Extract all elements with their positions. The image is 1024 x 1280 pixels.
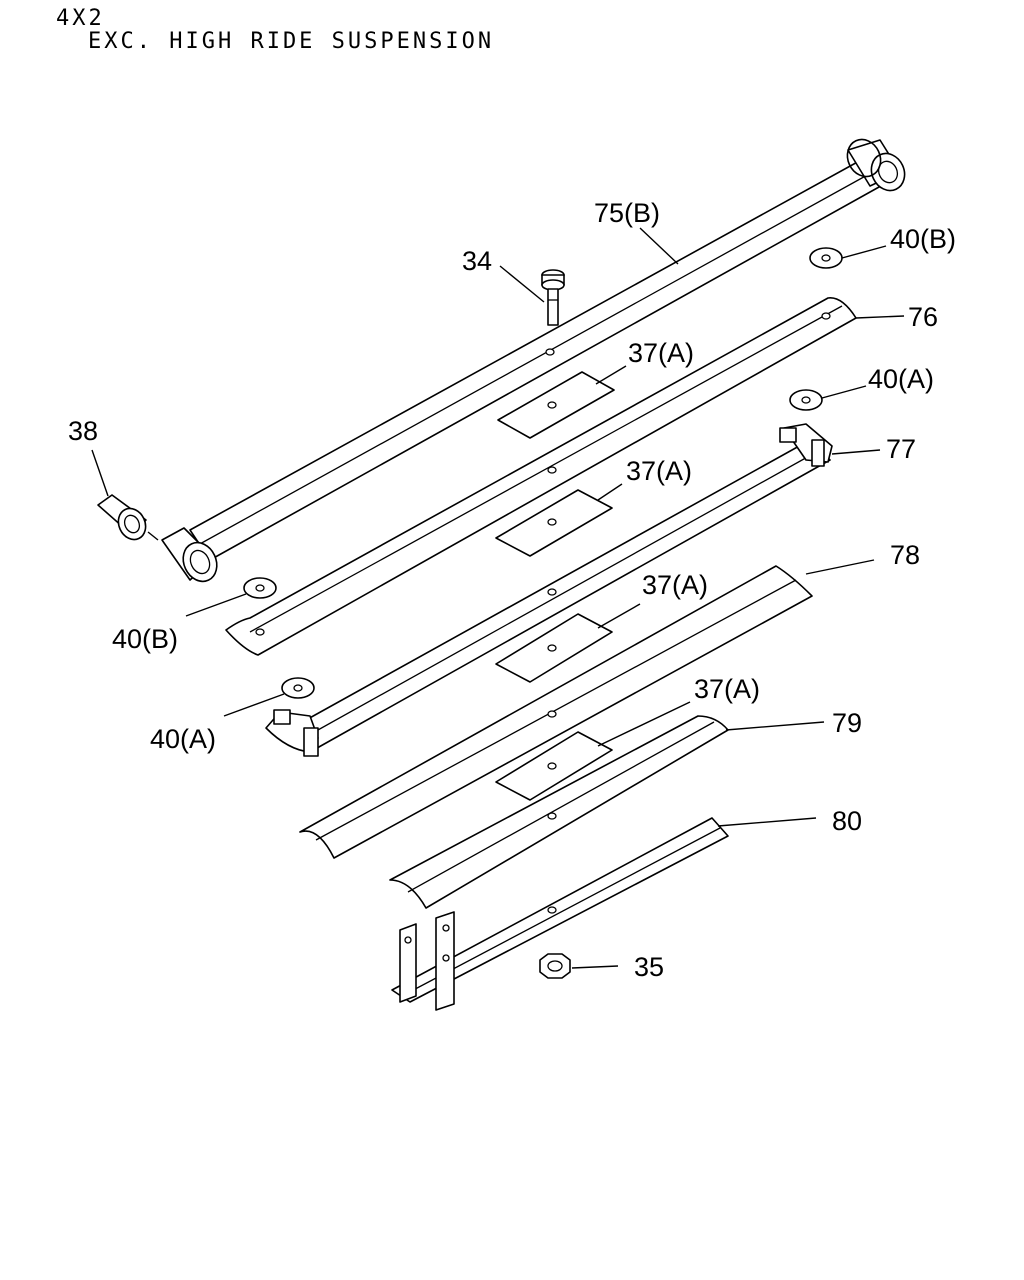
callout-37a-4: 37(A) [694,674,760,704]
callout-76: 76 [908,302,938,332]
callout-35: 35 [634,952,664,982]
callout-34: 34 [462,246,492,276]
leader-lines [91,227,905,969]
callout-37a-1: 37(A) [628,338,694,368]
callout-37a-2: 37(A) [626,456,692,486]
callout-38: 38 [68,416,98,446]
callout-79: 79 [832,708,862,738]
nut-35 [539,953,571,979]
callout-80: 80 [832,806,862,836]
center-bolt-34 [541,269,565,326]
diagram-title: EXC. HIGH RIDE SUSPENSION [88,29,495,54]
callout-40b-top: 40(B) [890,224,956,254]
leaf-78 [299,565,813,859]
callout-40b-left: 40(B) [112,624,178,654]
callout-37a-3: 37(A) [642,570,708,600]
bushing-38 [97,494,159,541]
diagram-variant-label: 4X2 [56,6,105,31]
leaf-77 [265,423,833,757]
leaf-76 [225,297,857,656]
callout-75b: 75(B) [594,198,660,228]
callout-40a-left: 40(A) [150,724,216,754]
callout-40a-top: 40(A) [868,364,934,394]
callout-77: 77 [886,434,916,464]
leaf-80 [391,817,729,1011]
main-leaf-75b [161,138,906,583]
callout-78: 78 [890,540,920,570]
